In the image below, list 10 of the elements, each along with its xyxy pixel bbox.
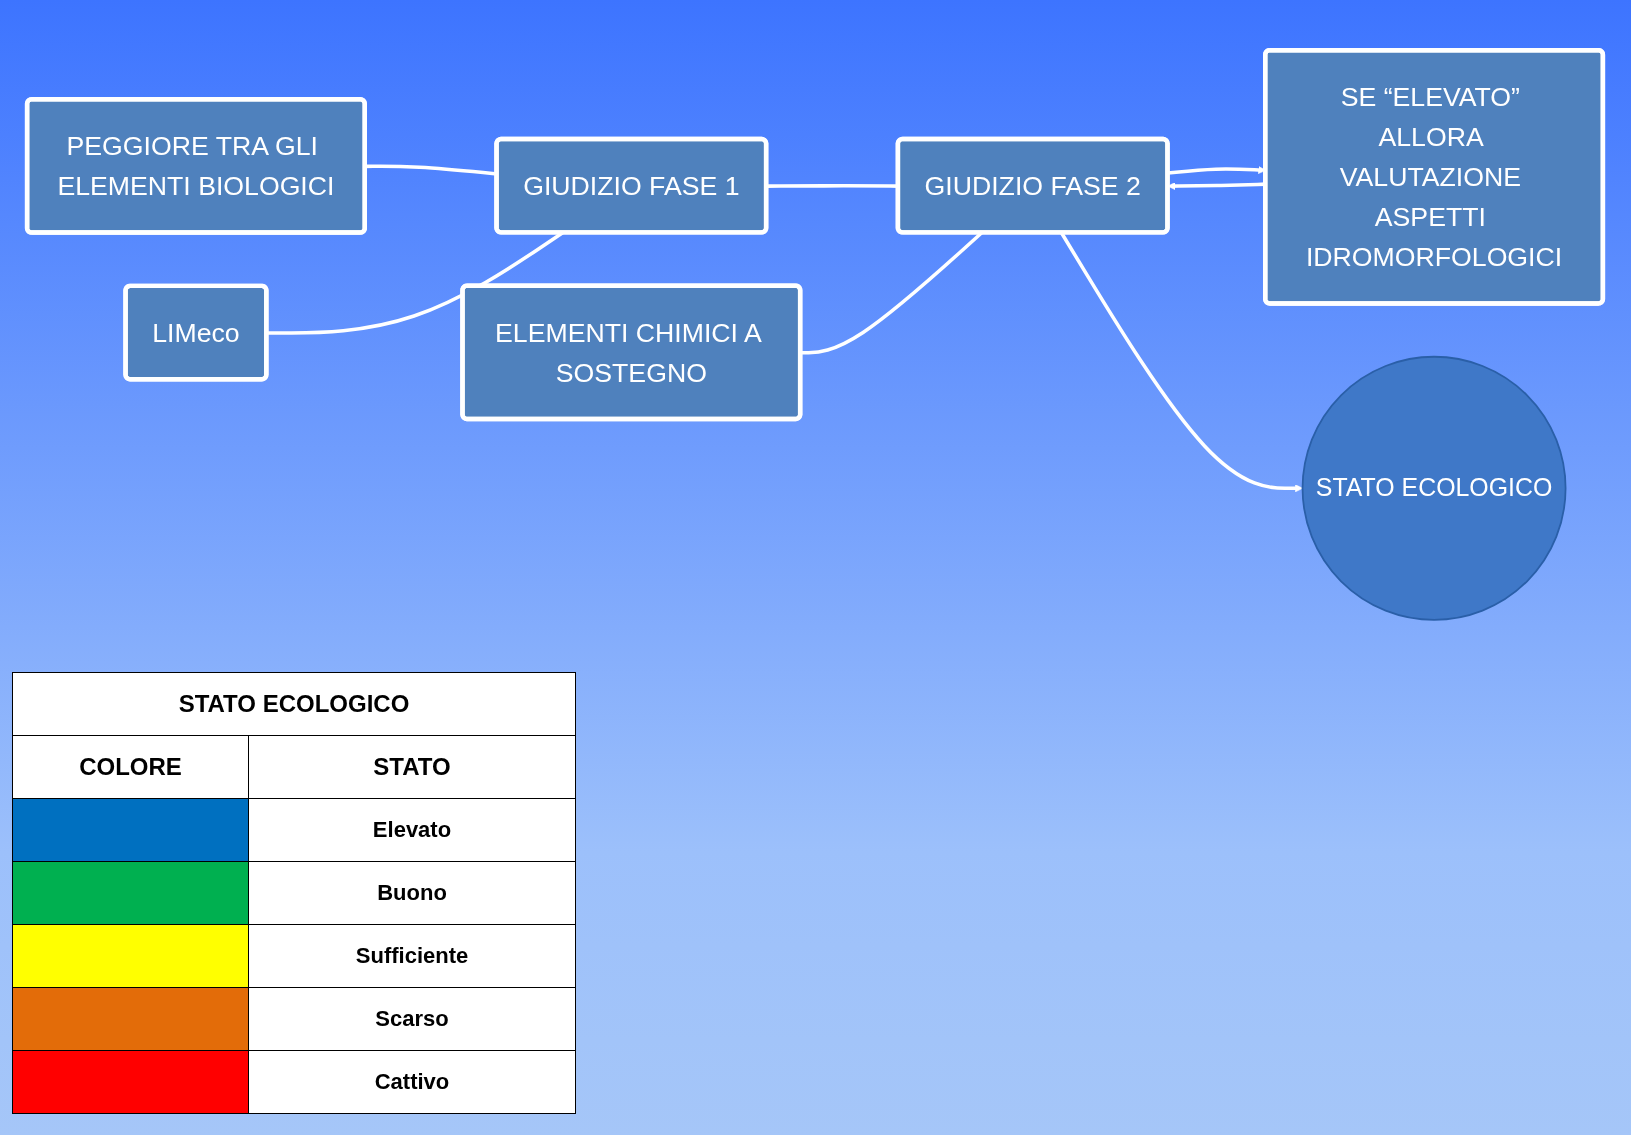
- column-header-cell: STATO: [248, 735, 576, 799]
- legend-label: Elevato: [248, 798, 576, 862]
- legend-label: Scarso: [248, 987, 576, 1051]
- column-header-cell: COLORE: [12, 735, 249, 799]
- legend-label: Buono: [248, 861, 576, 925]
- legend-label: Sufficiente: [248, 924, 576, 988]
- node-circle: STATO ECOLOGICO: [1301, 355, 1567, 621]
- connector: [766, 184, 899, 188]
- legend-title-cell: STATO ECOLOGICO: [12, 672, 576, 736]
- legend-label: Cattivo: [248, 1050, 576, 1114]
